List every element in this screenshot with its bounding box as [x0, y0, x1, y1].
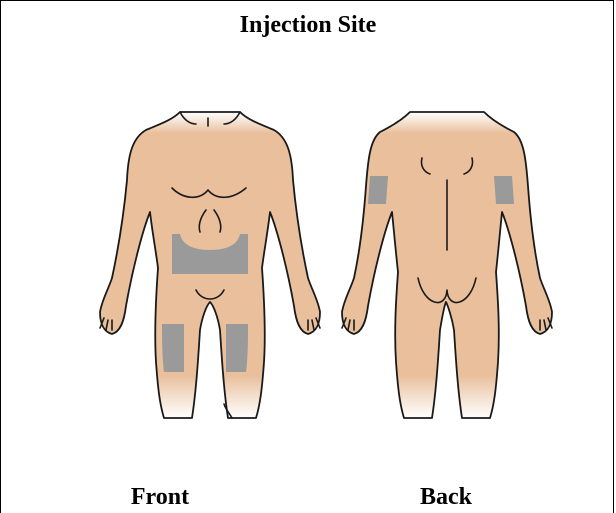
injection-site-upper-arm-left	[368, 176, 388, 204]
back-body	[342, 112, 552, 418]
front-label: Front	[100, 484, 220, 511]
injection-site-thigh-left	[226, 324, 248, 372]
injection-site-thigh-right	[162, 324, 184, 372]
injection-site-upper-arm-right	[494, 176, 514, 204]
back-label: Back	[386, 484, 506, 511]
